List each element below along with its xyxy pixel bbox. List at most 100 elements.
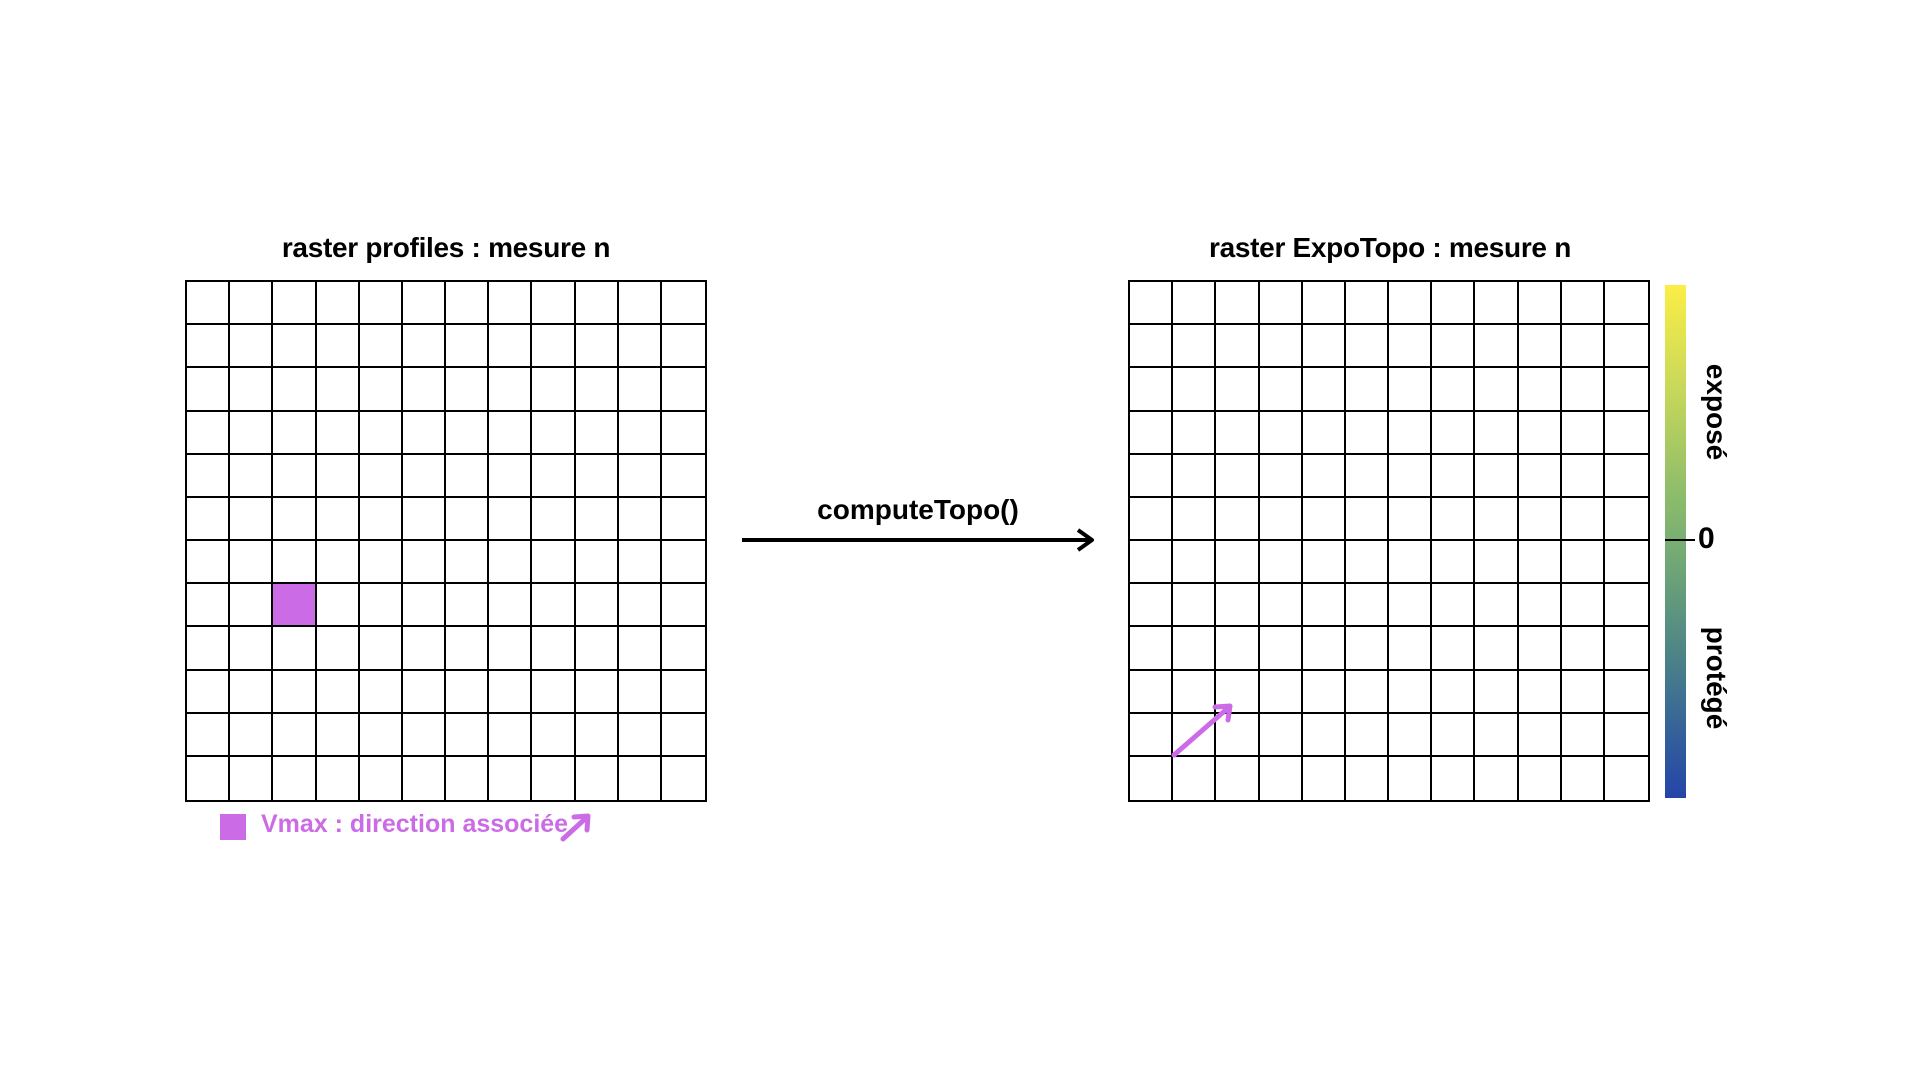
left-panel-title: raster profiles : mesure n (281, 232, 611, 263)
raster-cell (575, 325, 619, 369)
raster-cell (618, 282, 662, 326)
raster-cell (446, 368, 490, 412)
raster-cell (1130, 282, 1174, 326)
raster-cell (1475, 627, 1519, 671)
raster-cell (618, 497, 662, 541)
raster-cell (230, 368, 274, 412)
colorbar-top-label: exposé (1701, 363, 1732, 461)
raster-cell (1345, 584, 1389, 628)
raster-cell (316, 411, 360, 455)
raster-cell (1518, 368, 1562, 412)
raster-cell (1259, 282, 1303, 326)
raster-cell (187, 584, 231, 628)
raster-cell (1345, 282, 1389, 326)
raster-cell (446, 454, 490, 498)
raster-cell (359, 713, 403, 757)
raster-cell (1173, 454, 1217, 498)
raster-cell (1518, 541, 1562, 585)
raster-cell (532, 454, 576, 498)
raster-cell (1561, 454, 1605, 498)
raster-cell (1389, 713, 1433, 757)
raster-cell (187, 713, 231, 757)
raster-cell (359, 325, 403, 369)
raster-cell (359, 670, 403, 714)
raster-expotopo-grid (1128, 280, 1650, 802)
raster-cell (1432, 411, 1476, 455)
colorbar-zero-tick (1665, 539, 1695, 541)
raster-cell (1518, 497, 1562, 541)
raster-cell (532, 325, 576, 369)
raster-cell (1475, 584, 1519, 628)
raster-cell (1173, 584, 1217, 628)
raster-cell (661, 584, 705, 628)
raster-cell (1216, 282, 1260, 326)
raster-profiles-grid (185, 280, 707, 802)
raster-cell (1475, 756, 1519, 800)
raster-cell (187, 497, 231, 541)
raster-cell (489, 584, 533, 628)
raster-cell (661, 498, 705, 541)
raster-cell (1130, 584, 1174, 628)
raster-cell (1518, 411, 1562, 455)
raster-cell (1561, 411, 1605, 455)
raster-cell (618, 368, 662, 412)
raster-cell (1561, 627, 1605, 671)
raster-cell (273, 325, 317, 369)
raster-cell (1302, 713, 1346, 757)
raster-cell (618, 670, 662, 714)
raster-cell (661, 325, 705, 369)
raster-cell (661, 714, 705, 757)
raster-cell (1518, 627, 1562, 671)
raster-cell (273, 756, 317, 800)
raster-cell (273, 627, 317, 671)
raster-cell (273, 713, 317, 757)
raster-cell (446, 713, 490, 757)
raster-cell (532, 756, 576, 800)
raster-cell (359, 497, 403, 541)
raster-cell (1259, 497, 1303, 541)
raster-cell (1604, 671, 1648, 714)
raster-cell (402, 541, 446, 585)
raster-cell (1259, 368, 1303, 412)
raster-cell (316, 282, 360, 326)
raster-cell (1475, 325, 1519, 369)
raster-cell (359, 282, 403, 326)
raster-cell (1432, 713, 1476, 757)
raster-cell (489, 411, 533, 455)
raster-cell (317, 756, 360, 800)
raster-cell (1561, 670, 1605, 714)
raster-cell (1216, 713, 1260, 757)
raster-cell (489, 325, 533, 369)
raster-cell (1259, 411, 1303, 455)
raster-cell (1345, 713, 1389, 757)
raster-cell (618, 411, 662, 455)
raster-cell (1302, 411, 1346, 455)
raster-cell (1259, 454, 1303, 498)
raster-cell (1389, 282, 1433, 326)
raster-cell (1345, 368, 1389, 412)
raster-cell (230, 497, 274, 541)
raster-cell (618, 454, 662, 498)
raster-cell (1345, 325, 1389, 369)
raster-cell (1259, 541, 1303, 585)
raster-cell (1432, 756, 1476, 800)
raster-cell (1561, 584, 1605, 628)
raster-cell (1302, 584, 1346, 628)
raster-cell (1216, 411, 1260, 455)
raster-cell (575, 713, 619, 757)
raster-cell (230, 411, 274, 455)
raster-cell (575, 627, 619, 671)
raster-cell (1259, 627, 1303, 671)
raster-cell (532, 541, 576, 585)
raster-cell (662, 757, 705, 800)
raster-cell (230, 454, 274, 498)
raster-cell (273, 670, 317, 714)
raster-cell (1475, 282, 1519, 326)
raster-cell (1389, 368, 1433, 412)
raster-cell (1604, 412, 1648, 455)
legend-label: Vmax : direction associée (261, 810, 569, 838)
raster-cell (316, 454, 360, 498)
raster-cell (1475, 454, 1519, 498)
raster-cell (359, 454, 403, 498)
raster-cell (1561, 497, 1605, 541)
